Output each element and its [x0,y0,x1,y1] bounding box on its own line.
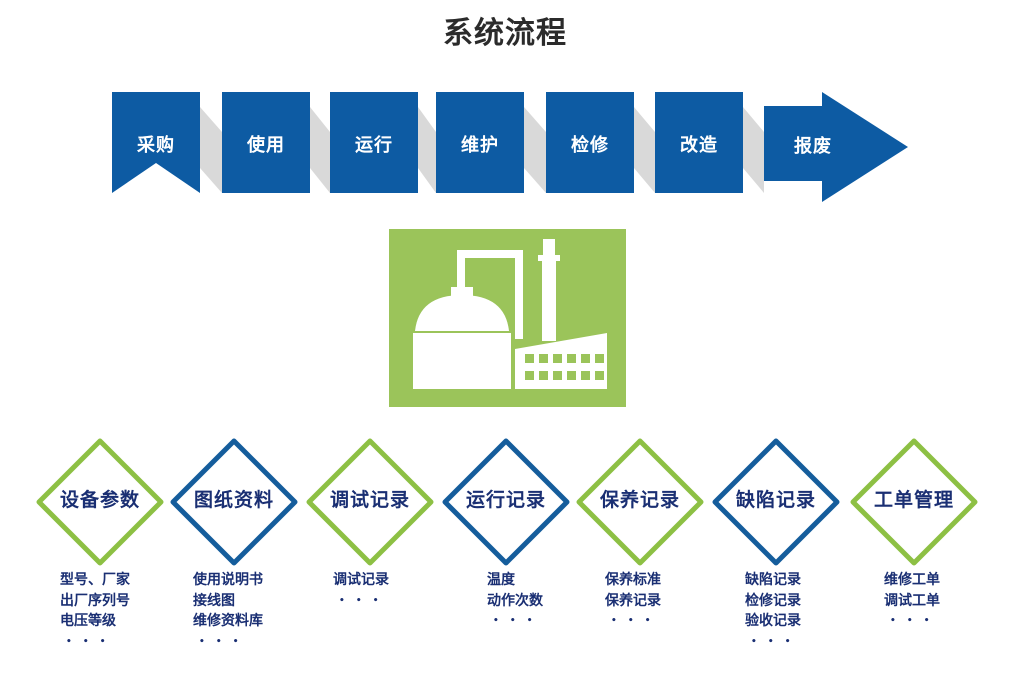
module-title: 设备参数 [59,489,140,511]
module-details: 调试记录 • • • [333,570,389,611]
factory-icon [389,229,626,407]
ellipsis: • • • [751,636,795,647]
detail-item: 电压等级 [60,613,116,629]
detail-item: 维修资料库 [193,613,263,629]
flow-connector-shadow [524,107,546,193]
flow-step-5 [546,92,634,193]
module-title: 调试记录 [329,489,410,511]
ellipsis: • • • [199,636,243,647]
flow-step-label: 报废 [794,136,832,157]
module-2[interactable]: 图纸资料 [169,437,299,567]
module-1[interactable]: 设备参数 [35,437,165,567]
detail-item: 型号、厂家 [60,572,130,588]
flow-step-1 [112,92,200,193]
module-details: 保养标准保养记录 • • • [605,570,661,631]
ellipsis: • • • [493,616,537,626]
diamond-frame [36,438,164,566]
flow-connector-shadow [743,107,764,193]
detail-item: 缺陷记录 [745,572,801,588]
flow-step-6 [655,92,743,193]
diamond-frame [850,438,978,566]
detail-item: 使用说明书 [193,572,263,588]
module-details: 型号、厂家出厂序列号电压等级 • • • [60,570,130,652]
module-title: 运行记录 [465,489,546,511]
flow-connector-shadow [200,107,222,193]
flow-connector-shadow [418,107,436,193]
detail-item: 保养记录 [605,592,661,609]
module-7[interactable]: 工单管理 [849,437,979,567]
flow-step-label: 改造 [680,135,718,156]
flow-step-label: 采购 [137,135,175,156]
module-4[interactable]: 运行记录 [441,437,571,567]
flow-connector-shadow [634,107,655,193]
flow-step-label: 运行 [355,135,393,156]
detail-item: 检修记录 [745,592,801,609]
diamond-frame [576,438,704,566]
detail-item: 调试工单 [884,592,940,609]
ellipsis: • • • [339,595,383,606]
detail-item: 动作次数 [487,592,543,609]
module-3[interactable]: 调试记录 [305,437,435,567]
flow-step-3 [330,92,418,193]
flow-step-2 [222,92,310,193]
module-details: 温度动作次数 • • • [487,570,543,631]
detail-item: 接线图 [193,592,235,609]
flow-step-label: 使用 [247,135,285,156]
module-title: 图纸资料 [193,489,274,511]
detail-item: 出厂序列号 [60,592,130,609]
ellipsis: • • • [611,616,655,626]
diamond-frame [712,438,840,566]
page-title: 系统流程 [443,16,567,51]
ellipsis: • • • [66,636,110,647]
module-details: 维修工单调试工单 • • • [884,570,940,631]
flow-connector-shadow [310,107,330,193]
diamond-frame [170,438,298,566]
module-details: 使用说明书接线图维修资料库 • • • [193,570,263,652]
module-details: 缺陷记录检修记录验收记录 • • • [745,570,801,652]
module-title: 工单管理 [873,489,954,511]
module-5[interactable]: 保养记录 [575,437,705,567]
detail-item: 调试记录 [333,572,389,588]
flow-step-label: 维护 [461,135,499,156]
detail-item: 维修工单 [884,572,940,588]
diamond-frame [306,438,434,566]
module-title: 缺陷记录 [735,489,816,511]
ellipsis: • • • [890,616,934,626]
module-6[interactable]: 缺陷记录 [711,437,841,567]
detail-item: 温度 [487,572,515,588]
detail-item: 保养标准 [605,572,661,588]
flow-step-7 [764,92,908,202]
flow-step-label: 检修 [571,135,609,156]
lifecycle-flow [112,92,908,202]
diamond-frame [442,438,570,566]
module-title: 保养记录 [599,489,680,511]
detail-item: 验收记录 [745,613,801,629]
flow-step-4 [436,92,524,193]
